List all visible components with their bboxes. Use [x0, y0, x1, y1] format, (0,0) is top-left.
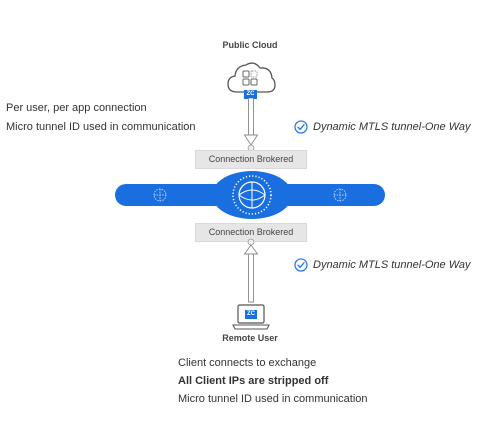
zc-badge-bottom: ZC	[245, 310, 257, 319]
connection-brokered-top: Connection Brokered	[195, 150, 307, 169]
zc-badge-top: ZC	[244, 90, 257, 99]
bottom-notes: Client connects to exchange All Client I…	[178, 354, 368, 408]
tunnel-label-top: Dynamic MTLS tunnel-One Way	[294, 120, 471, 134]
tunnel-label-top-text: Dynamic MTLS tunnel-One Way	[313, 121, 471, 133]
left-note-2: Micro tunnel ID used in communication	[6, 121, 196, 133]
cloud-icon	[227, 62, 276, 93]
arrow-up	[243, 244, 259, 303]
bottom-note-1: Client connects to exchange	[178, 357, 317, 369]
tunnel-label-bottom: Dynamic MTLS tunnel-One Way	[294, 258, 471, 272]
public-cloud-label: Public Cloud	[222, 40, 278, 50]
exchange-band	[115, 171, 385, 219]
left-note-1: Per user, per app connection	[6, 102, 147, 114]
bottom-note-3: Micro tunnel ID used in communication	[178, 393, 368, 405]
arrow-down	[243, 98, 259, 146]
bottom-note-2: All Client IPs are stripped off	[178, 375, 329, 387]
tunnel-label-bottom-text: Dynamic MTLS tunnel-One Way	[313, 259, 471, 271]
check-circle-icon	[294, 258, 308, 272]
check-circle-icon	[294, 120, 308, 134]
remote-user-label: Remote User	[222, 333, 278, 343]
